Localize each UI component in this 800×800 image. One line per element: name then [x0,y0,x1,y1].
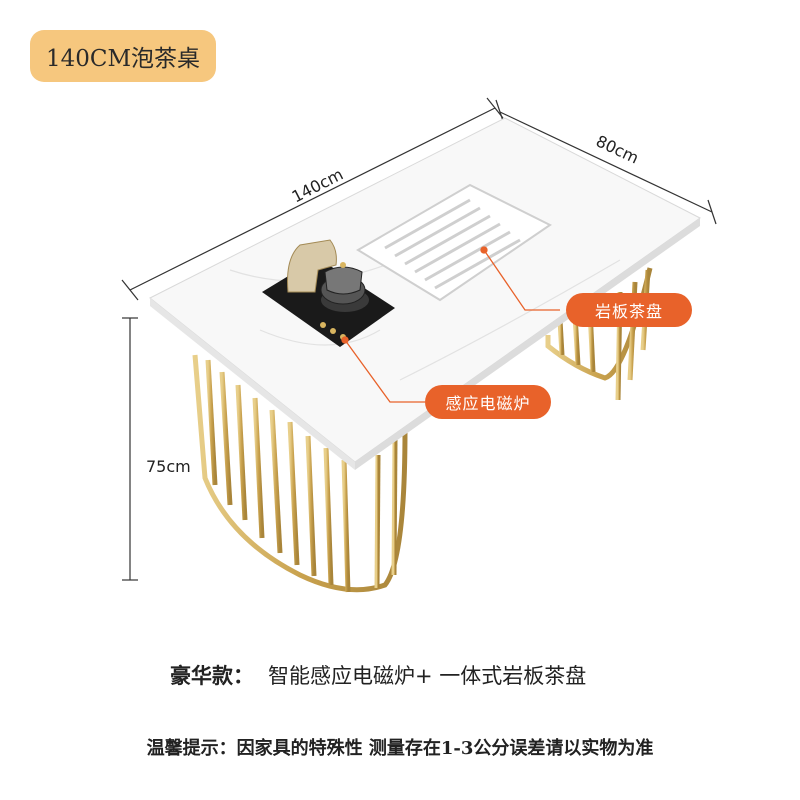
feature-line: 豪华款： 智能感应电磁炉+ 一体式岩板茶盘 [170,660,586,690]
tea-tray-leader-line [480,246,560,311]
stone-tea-tray [356,183,552,302]
front-leg-frame [192,354,415,593]
feature-text: 智能感应电磁炉+ 一体式岩板茶盘 [268,664,587,688]
induction-leader-line [341,336,425,403]
feature-label: 豪华款： [170,664,254,688]
induction-callout-text: 感应电磁炉 [445,394,531,413]
tea-tray-callout: 岩板茶盘 [566,293,692,327]
disclaimer-note: 温馨提示：因家具的特殊性 测量存在1-3公分误差请以实物为准 [146,738,654,759]
induction-callout: 感应电磁炉 [425,385,551,419]
height-label: 75cm [146,457,191,476]
product-size-badge: 140CM泡茶桌 [30,30,216,82]
badge-text: 140CM泡茶桌 [45,46,201,72]
tea-tray-callout-text: 岩板茶盘 [594,302,663,321]
electric-kettle [287,239,366,305]
height-dimension-line [122,317,138,581]
